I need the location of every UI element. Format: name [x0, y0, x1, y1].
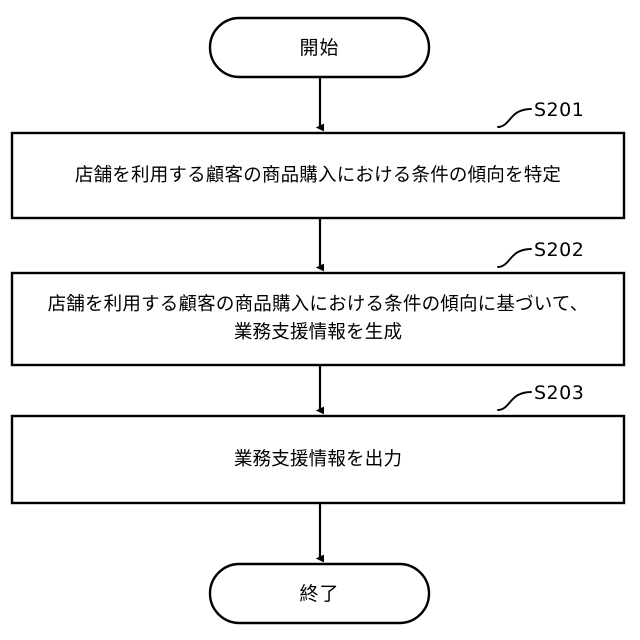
end-terminator-shape	[208, 562, 431, 625]
process-box-s202-shape	[10, 271, 626, 367]
leader-line-s202	[497, 248, 532, 268]
process-box-s201-shape	[10, 131, 626, 220]
step-reference-s203: S203	[534, 382, 585, 404]
leader-line-s201	[497, 108, 532, 128]
process-box-s203-shape	[10, 414, 626, 505]
start-terminator-shape	[208, 16, 431, 79]
step-reference-s201: S201	[534, 99, 585, 121]
leader-line-s203	[497, 391, 532, 411]
step-reference-s202: S202	[534, 239, 585, 261]
